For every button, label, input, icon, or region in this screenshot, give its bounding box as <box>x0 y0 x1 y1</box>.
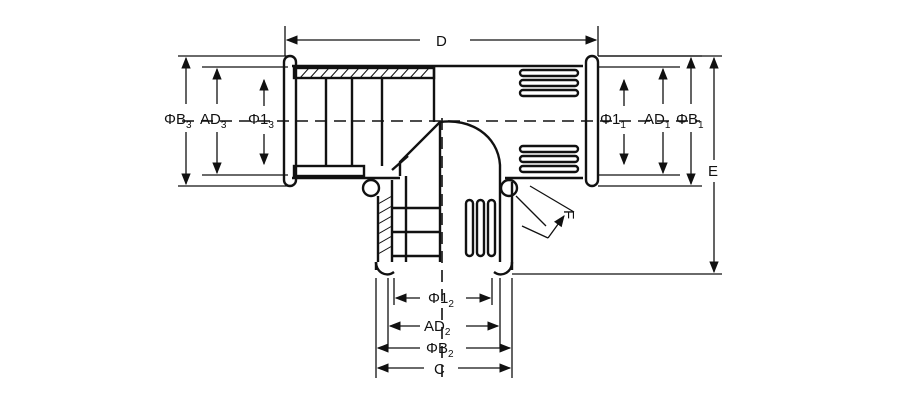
dimension-labels: D E C F ΦB3 AD3 Φ13 Φ11 AD1 ΦB1 Φ12 AD2 … <box>164 33 718 378</box>
label-e: E <box>708 163 718 180</box>
label-phi-i2: Φ12 <box>428 290 454 310</box>
label-ad3: AD3 <box>200 111 227 131</box>
label-c: C <box>434 361 445 378</box>
label-ad2: AD2 <box>424 318 451 338</box>
label-f: F <box>560 210 577 219</box>
label-ad1: AD1 <box>644 111 671 131</box>
label-phi-b3: ΦB3 <box>164 111 192 131</box>
label-phi-i1: Φ11 <box>600 111 626 131</box>
extension-lines <box>178 26 722 378</box>
label-phi-i3: Φ13 <box>248 111 274 131</box>
center-lines <box>182 118 700 380</box>
label-phi-b1: ΦB1 <box>676 111 704 131</box>
corrugation-upper <box>518 68 580 98</box>
corrugation-lower <box>518 144 580 174</box>
corrugation-branch <box>464 198 497 258</box>
dimension-lines <box>181 35 719 373</box>
label-d: D <box>436 33 447 50</box>
tee-body <box>282 54 600 276</box>
label-phi-b2: ΦB2 <box>426 340 454 360</box>
